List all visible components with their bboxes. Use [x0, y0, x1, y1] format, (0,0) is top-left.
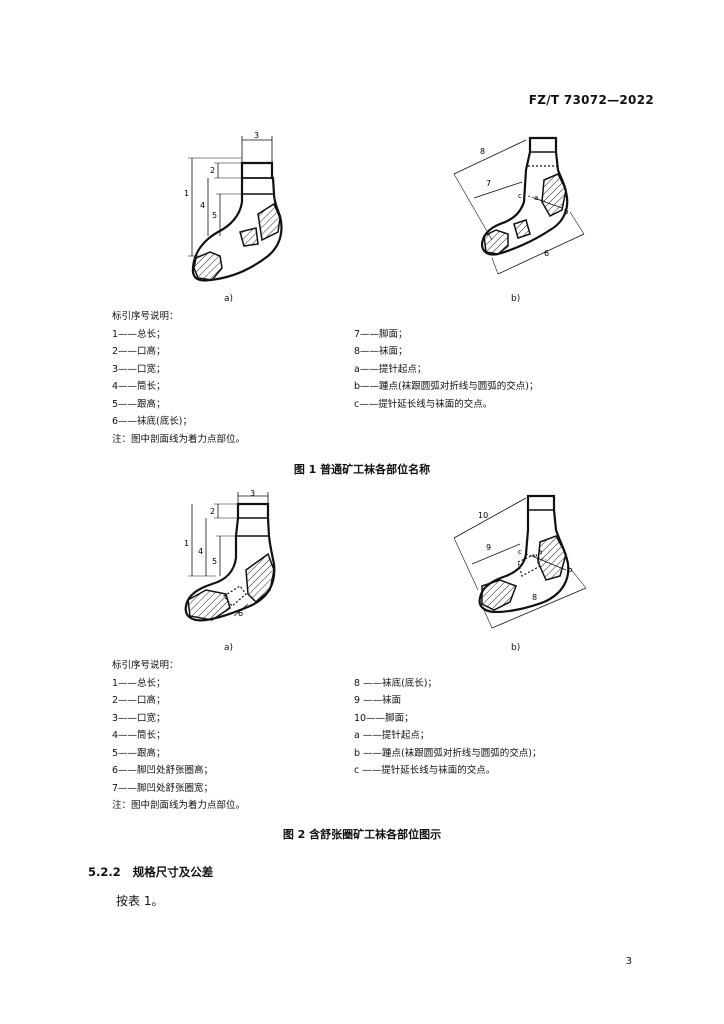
figure2b-sock-diagram: 10 9 8 c a b: [453, 494, 587, 629]
legend-item: c——提针延长线与袜面的交点。: [354, 398, 493, 410]
point-c: c: [518, 192, 522, 200]
legend-item: a——提针起点；: [354, 363, 427, 375]
legend-item: 7——脚凹处舒张圈宽；: [112, 782, 214, 794]
legend-item: 4——筒长；: [112, 381, 166, 392]
legend-item: 2——口高；: [112, 346, 166, 357]
dim-10: 10: [478, 511, 488, 520]
legend-item: 1——总长；: [112, 677, 166, 689]
dim-9: 9: [486, 543, 491, 552]
dim-5: 5: [212, 557, 217, 566]
figure-note: 注：图中剖面线为着力点部位。: [112, 800, 246, 811]
legend-title: 标引序号说明：: [112, 660, 179, 671]
point-a: a: [538, 548, 542, 556]
dim-6: 6: [544, 249, 549, 258]
dim-5: 5: [212, 211, 217, 220]
dim-4: 4: [198, 547, 203, 556]
figure2-legend: 标引序号说明： 1——总长； 2——口高； 3——口宽； 4——筒长； 5——跟…: [112, 657, 245, 815]
dim-7: 7: [486, 179, 491, 188]
legend-item: 6——脚凹处舒张圈高；: [112, 765, 214, 776]
point-a: a: [534, 194, 538, 202]
legend-item: 7——脚面；: [354, 328, 408, 340]
dim-4: 4: [200, 201, 205, 210]
standard-number: FZ/T 73072—2022: [528, 93, 654, 107]
legend-item: c ——提针延长线与袜面的交点。: [354, 765, 496, 776]
legend-item: 1——总长；: [112, 328, 166, 340]
point-b: b: [564, 208, 569, 216]
figure1-legend-right: 7——脚面； 8——袜面； a——提针起点； b——踵点(袜跟圆弧对折线与圆弧的…: [354, 326, 538, 414]
dim-3: 3: [250, 490, 255, 498]
legend-item: a ——提针起点；: [354, 730, 430, 741]
figure2-caption: 图 2 含舒张圈矿工袜各部位图示: [282, 828, 442, 841]
legend-item: 6——袜底(底长)；: [112, 416, 192, 427]
legend-item: b——踵点(袜跟圆弧对折线与圆弧的交点)；: [354, 381, 539, 392]
legend-item: 5——跟高；: [112, 398, 166, 410]
figure2a-sock-diagram: 3 2 1 4 5 6: [184, 490, 276, 622]
legend-item: 3——口宽；: [112, 363, 166, 375]
dim-1: 1: [184, 539, 189, 548]
legend-item: 5——跟高；: [112, 747, 166, 759]
dim-2: 2: [210, 166, 215, 175]
dim-2: 2: [210, 507, 215, 516]
dim-1: 1: [184, 189, 189, 198]
legend-item: 9 ——袜面: [354, 695, 402, 706]
legend-item: 4——筒长；: [112, 730, 166, 741]
figure2-sub-b-label: b): [511, 643, 521, 653]
dim-8: 8: [480, 147, 485, 156]
section-body-text: 按表 1。: [116, 894, 164, 908]
legend-item: 2——口高；: [112, 695, 166, 706]
section-heading: 5.2.2 规格尺寸及公差: [88, 864, 213, 880]
legend-item: 8 ——袜底(底长)；: [354, 677, 437, 689]
figure1-sub-a-label: a): [224, 294, 234, 304]
dim-3: 3: [254, 131, 259, 140]
legend-item: 8——袜面；: [354, 346, 408, 357]
legend-item: 10——脚面；: [354, 712, 414, 724]
figure-note: 注：图中剖面线为着力点部位。: [112, 433, 246, 445]
legend-title: 标引序号说明：: [112, 311, 179, 322]
figure1b-sock-diagram: 8 7 6 c a b: [453, 136, 585, 275]
section-number: 5.2.2: [88, 865, 121, 879]
point-c: c: [518, 548, 522, 556]
figure2-sub-a-label: a): [224, 643, 234, 653]
dim-8: 8: [532, 593, 537, 602]
figure2-legend-right: 8 ——袜底(底长)； 9 ——袜面 10——脚面； a ——提针起点； b —…: [354, 675, 541, 780]
figure1-sub-b-label: b): [511, 294, 521, 304]
figure1a-sock-diagram: 3 2 1 4 5: [184, 131, 283, 282]
page-number: 3: [625, 956, 632, 967]
figure1-legend: 标引序号说明： 1——总长； 2——口高； 3——口宽； 4——筒长； 5——跟…: [112, 308, 245, 448]
figure1-caption: 图 1 普通矿工袜各部位名称: [293, 463, 431, 476]
legend-item: 3——口宽；: [112, 712, 166, 724]
dim-6: 6: [238, 609, 243, 618]
legend-item: b ——踵点(袜跟圆弧对折线与圆弧的交点)；: [354, 747, 542, 759]
section-title: 规格尺寸及公差: [132, 865, 214, 879]
point-b: b: [568, 566, 573, 574]
